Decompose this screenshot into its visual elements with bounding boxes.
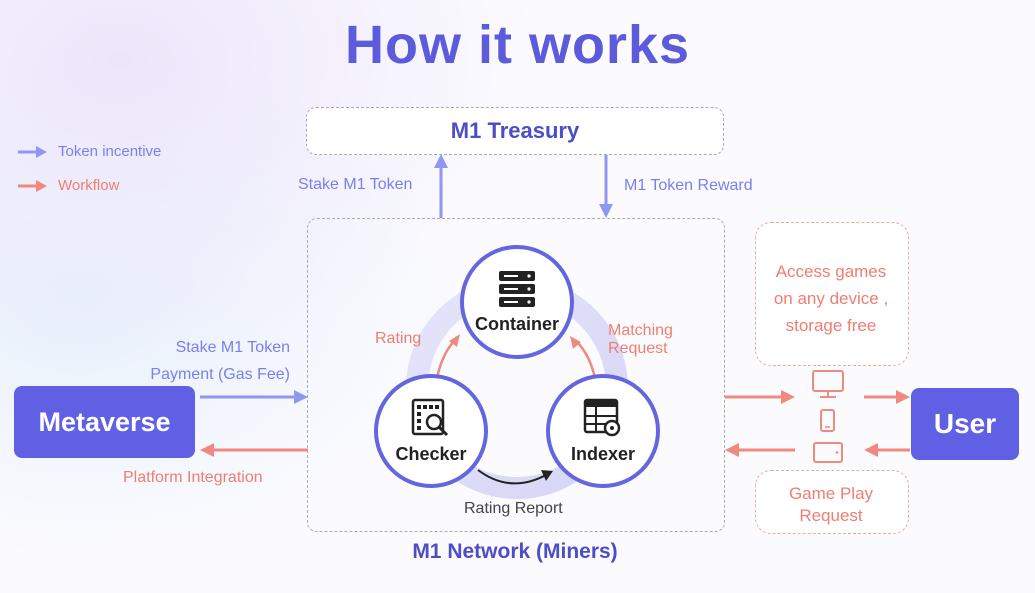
legend-label-token: Token incentive — [58, 143, 162, 160]
access-box — [755, 222, 909, 366]
checker-to-indexer-arrow — [477, 469, 553, 485]
stake-payment-line1: Stake M1 Token — [175, 339, 290, 356]
user-to-devices-arrow — [864, 443, 910, 457]
legend-workflow: Workflow — [18, 177, 119, 194]
platform-integration-label: Platform Integration — [123, 469, 263, 486]
network-box — [307, 218, 725, 532]
tablet-icon — [813, 442, 843, 463]
page-title: How it works — [344, 15, 691, 75]
network-to-devices-arrow — [725, 390, 795, 404]
access-line2: on any device , — [773, 289, 889, 308]
user-box: User — [911, 388, 1019, 460]
request-line2: Request — [799, 506, 863, 525]
devices-to-network-arrow — [725, 443, 795, 457]
request-box — [755, 470, 909, 534]
matching-line1: Matching — [608, 322, 673, 339]
stake-payment-line2: Payment (Gas Fee) — [150, 366, 290, 383]
server-icon — [499, 270, 535, 307]
rating-report-label: Rating Report — [464, 500, 563, 517]
access-text: Access games on any device , storage fre… — [755, 258, 907, 339]
indexer-label: Indexer — [570, 443, 636, 464]
reward-down-arrow — [599, 155, 613, 218]
rating-label: Rating — [375, 330, 422, 347]
workflow-arrow-icon — [18, 179, 47, 192]
indexer-to-container-arrow — [570, 336, 597, 379]
stake-payment-label: Stake M1 Token Payment (Gas Fee) — [120, 334, 290, 388]
devices-to-user-arrow — [864, 390, 910, 404]
container-node: Container — [460, 245, 574, 359]
token-arrow-icon — [18, 145, 47, 158]
monitor-icon — [812, 370, 844, 398]
stake-up-arrow — [434, 154, 448, 218]
container-label: Container — [474, 313, 559, 334]
phone-icon — [820, 409, 835, 432]
matching-line2: Request — [608, 340, 668, 357]
network-to-metaverse-arrow — [200, 443, 308, 457]
access-line1: Access games — [775, 262, 887, 281]
network-label: M1 Network (Miners) — [412, 540, 618, 563]
matching-request-label: Matching Request — [608, 322, 673, 358]
treasury-label: M1 Treasury — [450, 118, 580, 143]
stake-token-label: Stake M1 Token — [298, 176, 413, 193]
checker-label: Checker — [395, 443, 467, 464]
checklist-search-icon — [411, 398, 449, 436]
legend-label-workflow: Workflow — [58, 177, 120, 194]
user-label: User — [933, 408, 997, 439]
legend-token-incentive: Token incentive — [18, 143, 161, 160]
token-reward-label: M1 Token Reward — [624, 177, 753, 194]
request-line1: Game Play — [788, 484, 874, 503]
metaverse-box: Metaverse — [14, 386, 195, 458]
checker-node: Checker — [374, 374, 488, 488]
indexer-node: Indexer — [546, 374, 660, 488]
request-text: Game Play Request — [755, 483, 907, 527]
metaverse-to-network-arrow — [200, 390, 308, 404]
treasury-box: M1 Treasury — [306, 107, 724, 155]
access-line3: storage free — [785, 316, 877, 335]
grid-settings-icon — [583, 398, 621, 436]
metaverse-label: Metaverse — [38, 406, 171, 437]
